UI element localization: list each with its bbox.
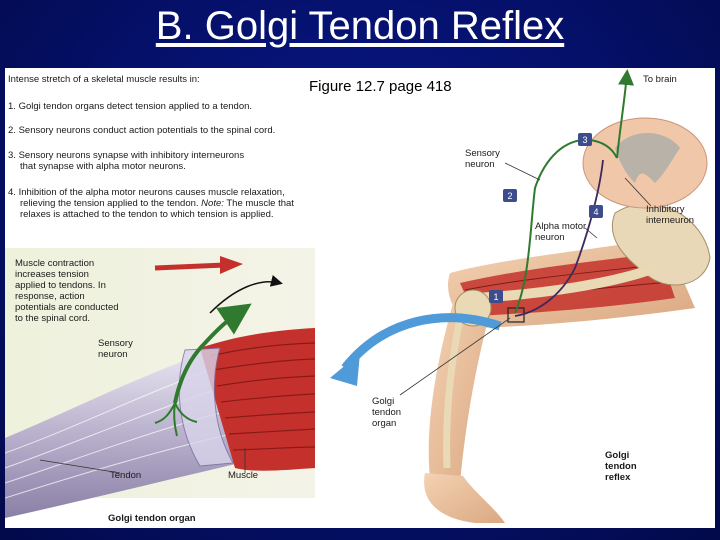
conduction-arrow [209, 275, 283, 314]
label-inhibitory-interneuron: Inhibitory interneuron [646, 204, 695, 226]
spinal-cord [582, 117, 708, 209]
figure-panel: 1 2 3 4 Intense stretch of a skeletal mu… [5, 68, 715, 528]
label-golgi-tendon-organ: Golgi tendon organ [372, 396, 402, 429]
inset-label-tendon: Tendon [110, 470, 142, 481]
inset-sensory-neuron [173, 303, 252, 404]
step-3: 3. Sensory neurons synapse with inhibito… [8, 150, 245, 172]
figure-illustration: 1 2 3 4 [5, 69, 711, 523]
svg-text:2: 2 [507, 191, 512, 201]
step-1: 1. Golgi tendon organs detect tension ap… [8, 101, 253, 112]
step-2: 2. Sensory neurons conduct action potent… [8, 125, 276, 136]
inset-caption: Golgi tendon organ [108, 513, 196, 524]
sensory-pathway [514, 138, 618, 314]
step-markers: 1 2 3 4 [489, 133, 603, 303]
label-sensory-neuron: Sensory neuron [465, 148, 500, 170]
label-alpha-motor-neuron: Alpha motor neuron [535, 221, 587, 243]
marker-1: 1 [489, 290, 503, 303]
label-golgi-tendon-reflex: Golgi tendon reflex [605, 450, 637, 483]
svg-text:1: 1 [493, 292, 498, 302]
marker-3: 3 [578, 133, 592, 146]
motor-pathway [514, 159, 604, 317]
figure-reference: Figure 12.7 page 418 [309, 78, 452, 95]
to-brain-pathway [616, 69, 635, 159]
zoom-arrow [341, 313, 502, 371]
intro-text: Intense stretch of a skeletal muscle res… [8, 74, 200, 85]
svg-text:4: 4 [593, 207, 598, 217]
step-4: 4. Inhibition of the alpha motor neurons… [8, 187, 294, 220]
tension-arrow [154, 262, 226, 271]
label-to-brain: To brain [643, 74, 677, 85]
marker-4: 4 [589, 205, 603, 218]
inset-label-muscle: Muscle [228, 470, 259, 481]
marker-2: 2 [503, 189, 517, 202]
slide-title: B. Golgi Tendon Reflex [155, 4, 565, 48]
inset-description: Muscle contraction increases tension app… [15, 258, 119, 324]
muscle-fibers [200, 328, 316, 471]
inset-label-sensory-neuron: Sensory neuron [98, 338, 133, 360]
leg-illustration [424, 203, 711, 523]
svg-text:3: 3 [582, 135, 587, 145]
